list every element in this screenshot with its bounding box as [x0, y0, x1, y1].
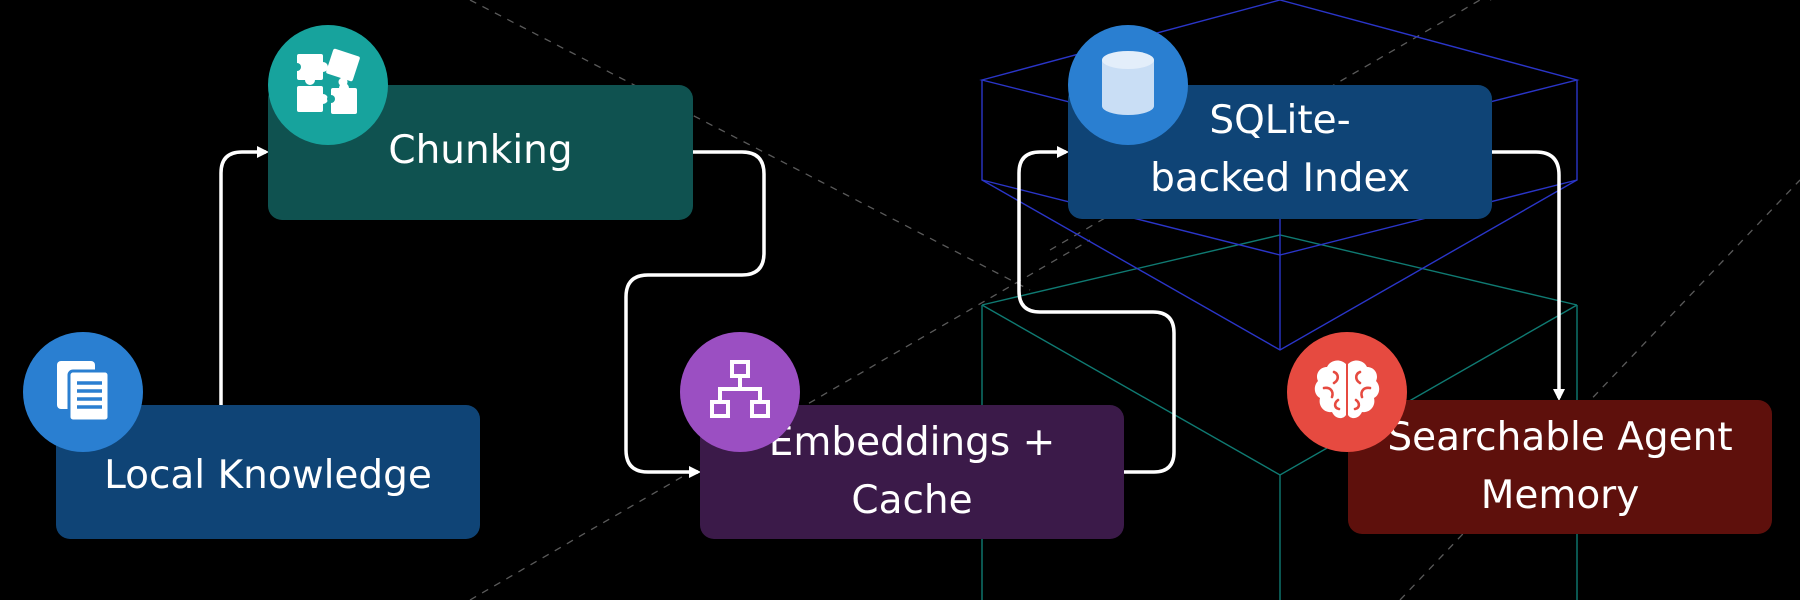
document-icon — [52, 357, 114, 427]
node-chunking: Chunking — [268, 85, 693, 220]
puzzle-icon — [293, 48, 363, 122]
node-chunking-badge — [268, 25, 388, 145]
node-sqlite-index-label-line2: backed Index — [1150, 156, 1410, 201]
node-chunking-label: Chunking — [388, 127, 573, 173]
node-embeddings-label-line2: Cache — [851, 478, 973, 523]
node-sqlite-index-badge — [1068, 25, 1188, 145]
node-embeddings-badge — [680, 332, 800, 452]
node-agent-memory-label-line2: Memory — [1480, 473, 1640, 518]
node-embeddings-label-line1: Embeddings + — [768, 420, 1056, 465]
node-local-knowledge: Local Knowledge — [56, 405, 480, 539]
node-agent-memory-label-line1: Searchable Agent — [1387, 415, 1733, 460]
database-icon — [1098, 48, 1158, 122]
brain-icon — [1312, 358, 1382, 426]
node-agent-memory-badge — [1287, 332, 1407, 452]
node-local-knowledge-label: Local Knowledge — [104, 453, 432, 498]
node-agent-memory: Searchable Agent Memory — [1348, 400, 1772, 534]
hierarchy-icon — [708, 358, 772, 426]
node-local-knowledge-badge — [23, 332, 143, 452]
node-sqlite-index-label-line1: SQLite- — [1209, 98, 1351, 143]
